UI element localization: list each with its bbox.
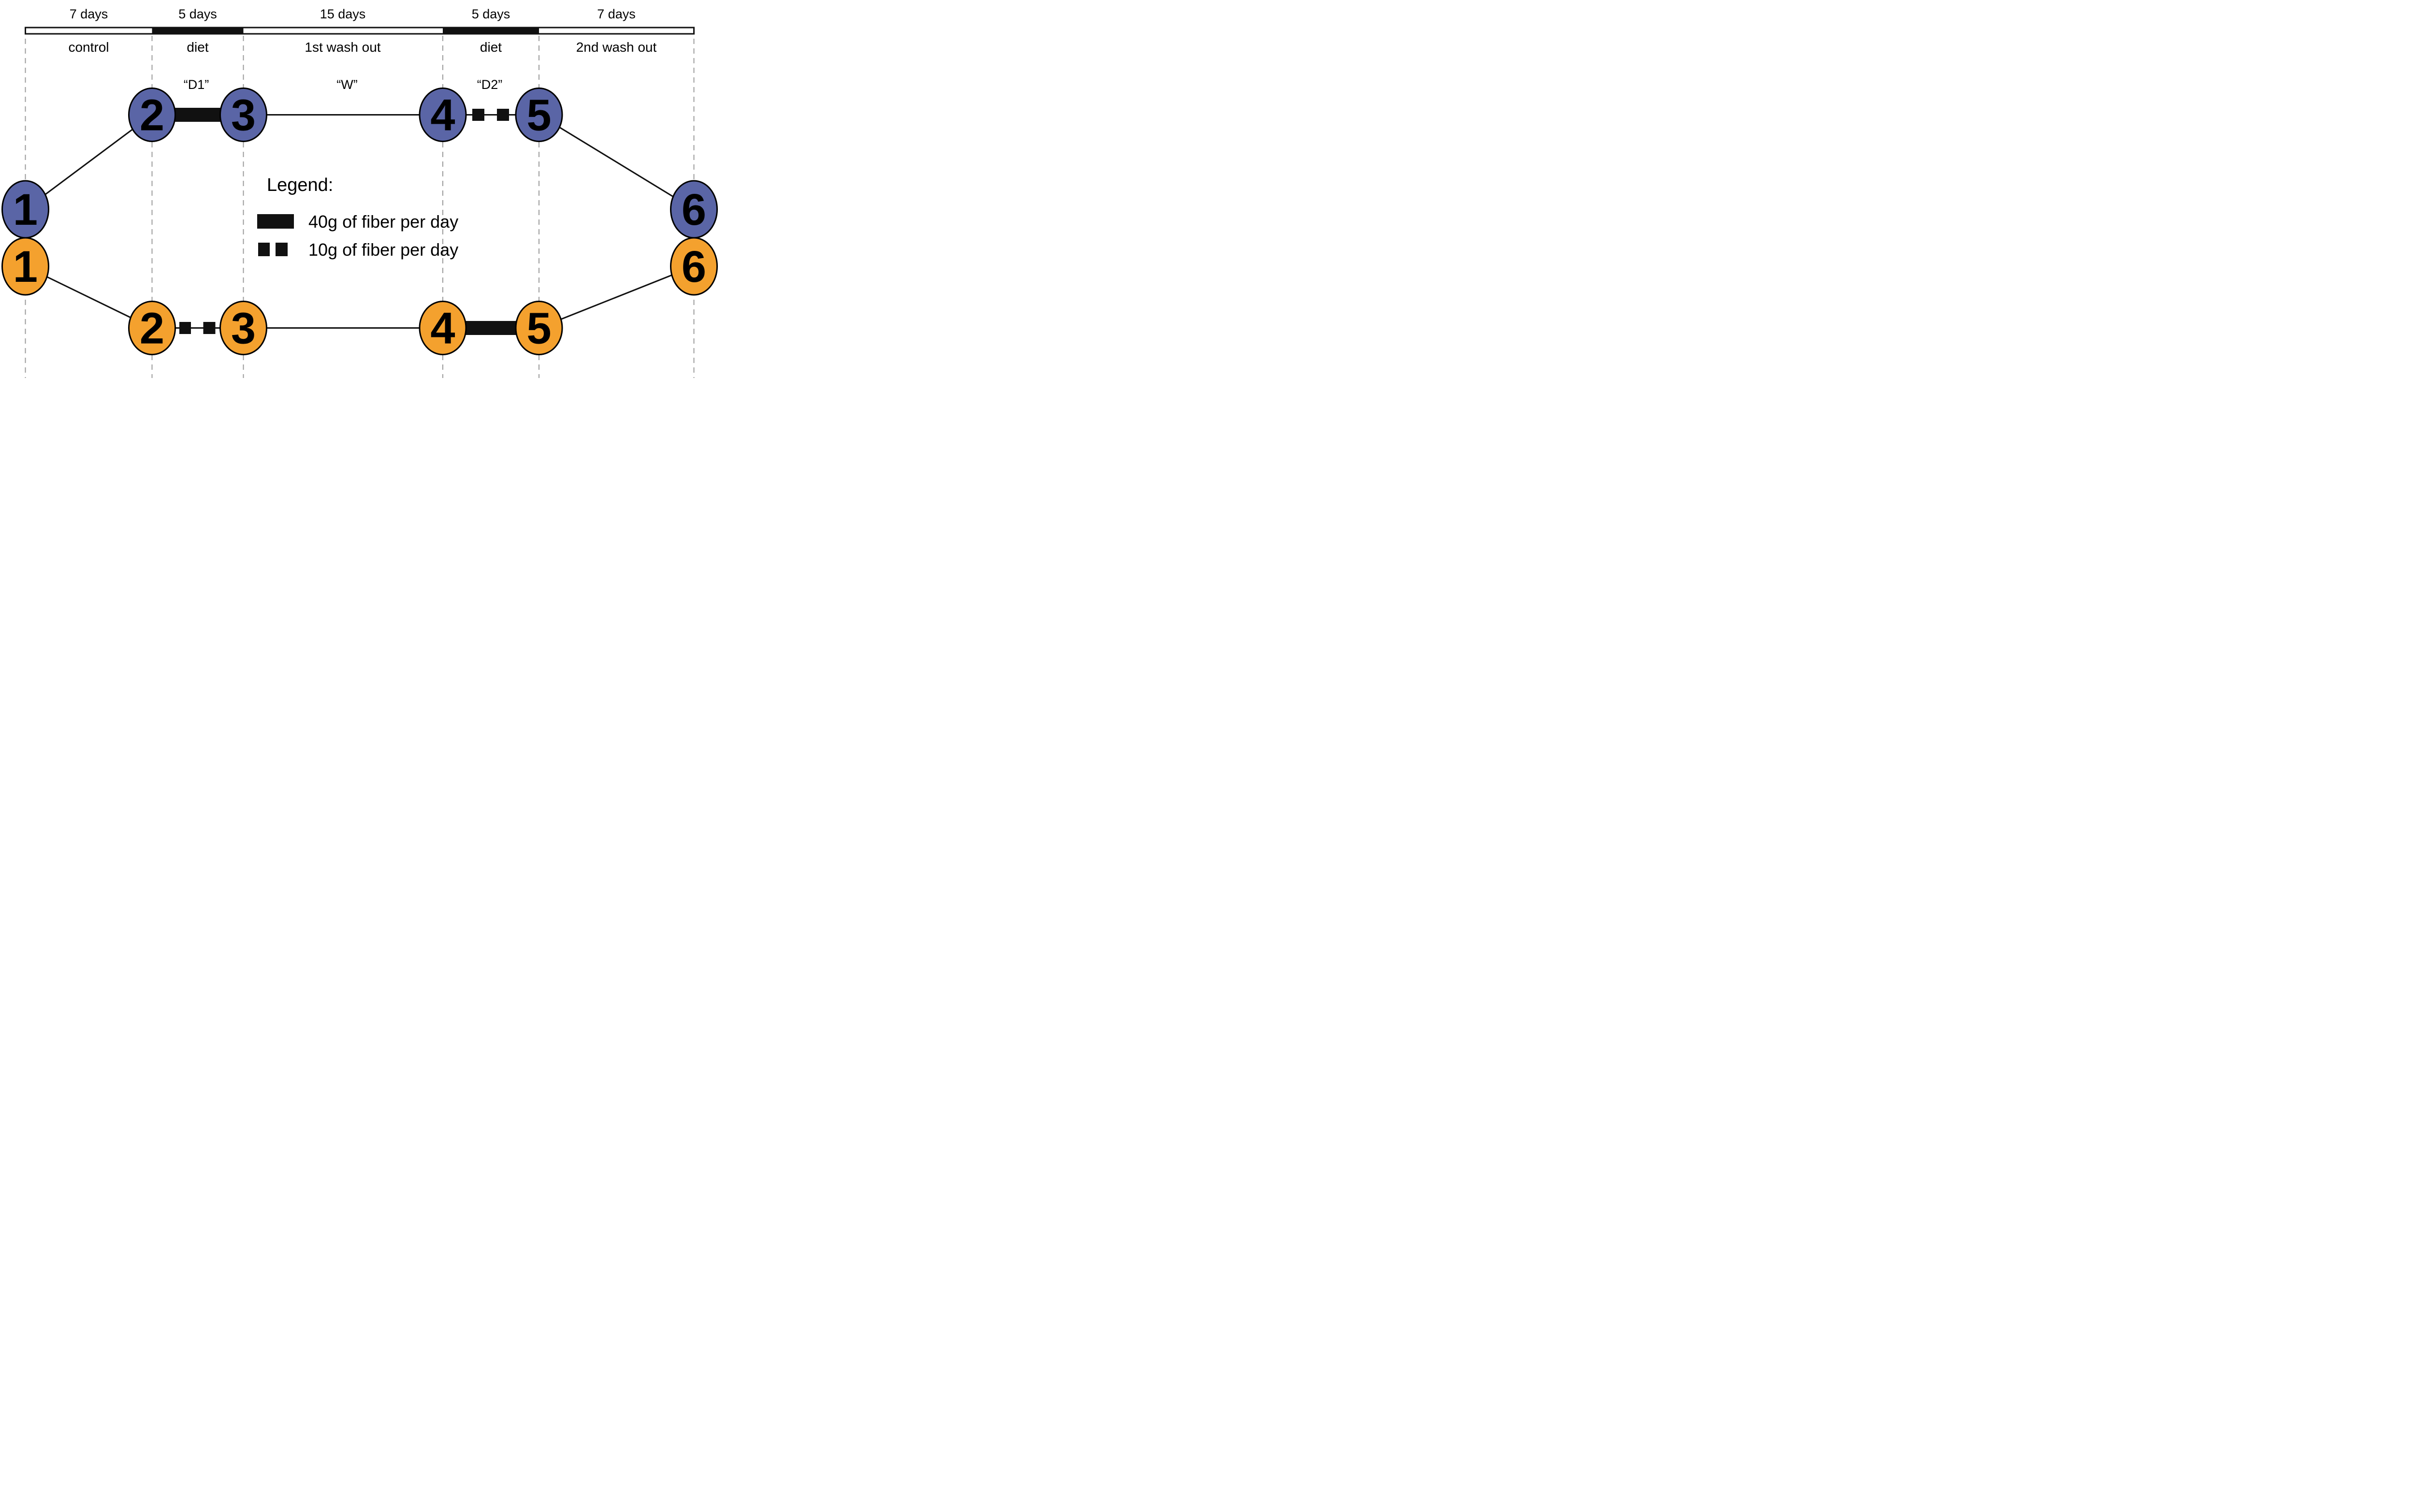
orange-node-3-circle (219, 301, 267, 355)
blue-node-3-number: 3 (231, 91, 256, 140)
blue-arm-nodes: 1 2 3 4 5 6 (1, 87, 718, 239)
study-design-canvas: 7 days 5 days 15 days 5 days 7 days cont… (1, 7, 718, 378)
blue-node-2-circle (128, 87, 176, 142)
diet2-bar-segment (443, 27, 539, 35)
legend-item-10g-label: 10g of fiber per day (308, 240, 458, 260)
orange-dashed-fiber-square-2 (203, 322, 216, 334)
phase-dividers (25, 29, 695, 378)
orange-node-2-number: 2 (140, 304, 164, 353)
orange-node-4-number: 4 (430, 304, 455, 353)
orange-node-6-circle (670, 237, 718, 296)
phase-label-diet1: diet (187, 40, 208, 55)
orange-arm-nodes: 1 2 3 4 5 6 (1, 237, 718, 355)
legend-dashed-square-swatch-2 (276, 243, 288, 256)
orange-node-3-number: 3 (231, 304, 256, 353)
phase-label-washout2: 2nd wash out (576, 40, 657, 55)
orange-node-1-circle (1, 237, 49, 296)
orange-node-2-circle (128, 301, 176, 355)
orange-connector-5-6 (539, 265, 695, 329)
blue-dashed-fiber-square-1 (472, 109, 484, 121)
legend-item-40g-label: 40g of fiber per day (308, 212, 458, 232)
study-design-diagram: 7 days 5 days 15 days 5 days 7 days cont… (0, 0, 720, 378)
orange-dashed-fiber-square-1 (179, 322, 191, 334)
phase-code-labels: “D1” “W” “D2” (184, 77, 503, 92)
blue-node-6-number: 6 (682, 185, 706, 234)
duration-label-diet1: 5 days (178, 7, 217, 21)
orange-node-1-number: 1 (13, 242, 38, 291)
blue-node-1-number: 1 (13, 185, 38, 234)
blue-connector-5-6 (539, 114, 695, 210)
duration-label-control: 7 days (70, 7, 108, 21)
blue-node-4-circle (419, 87, 467, 142)
duration-label-diet2: 5 days (472, 7, 510, 21)
phase-label-washout1: 1st wash out (305, 40, 380, 55)
legend-title: Legend: (267, 175, 333, 195)
orange-node-5-number: 5 (526, 304, 551, 353)
legend: Legend: 40g of fiber per day 10g of fibe… (257, 175, 458, 260)
timeline-bar (25, 27, 695, 35)
blue-node-5-number: 5 (526, 91, 551, 140)
timeline-bar-outline (25, 27, 695, 35)
phase-labels: control diet 1st wash out diet 2nd wash … (68, 40, 656, 55)
blue-dashed-fiber-square-2 (497, 109, 509, 121)
code-label-w: “W” (336, 77, 357, 92)
legend-thick-bar-swatch (257, 214, 294, 229)
orange-node-5-circle (515, 301, 563, 355)
code-label-d1: “D1” (184, 77, 209, 92)
orange-node-4-circle (419, 301, 467, 355)
code-label-d2: “D2” (477, 77, 503, 92)
orange-arm-connectors (25, 265, 695, 335)
phase-label-diet2: diet (480, 40, 502, 55)
legend-dashed-square-swatch-1 (258, 243, 270, 256)
diet1-bar-segment (152, 27, 244, 35)
blue-connector-1-2 (25, 114, 153, 210)
duration-labels: 7 days 5 days 15 days 5 days 7 days (70, 7, 636, 21)
blue-node-5-circle (515, 87, 563, 142)
blue-node-2-number: 2 (140, 91, 164, 140)
orange-node-6-number: 6 (682, 242, 706, 291)
phase-label-control: control (68, 40, 109, 55)
blue-node-3-circle (219, 87, 267, 142)
blue-arm-connectors (25, 108, 695, 210)
duration-label-washout2: 7 days (597, 7, 636, 21)
duration-label-washout1: 15 days (320, 7, 366, 21)
blue-node-4-number: 4 (430, 91, 455, 140)
